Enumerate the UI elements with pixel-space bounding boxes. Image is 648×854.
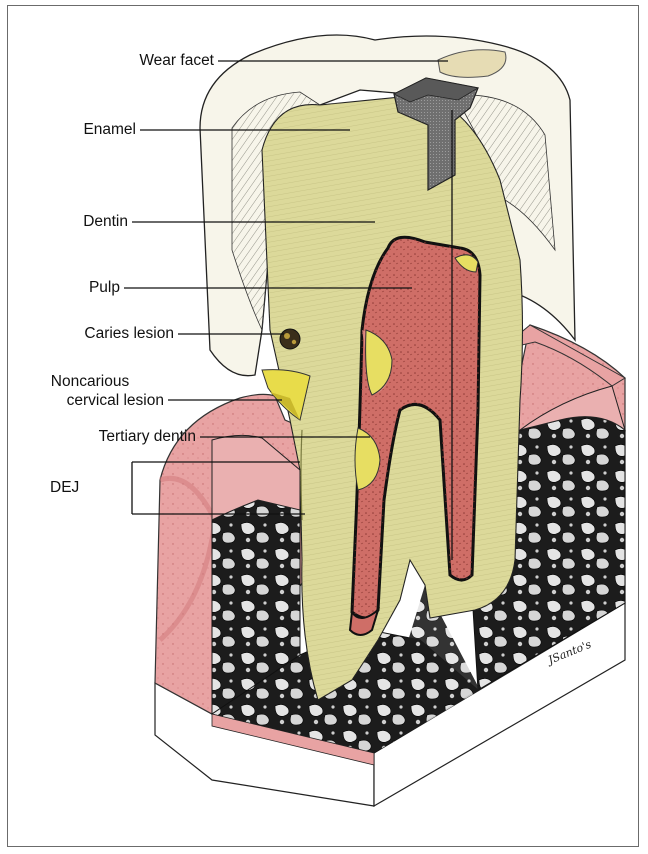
label-caries-lesion: Caries lesion — [40, 324, 174, 343]
label-pulp: Pulp — [40, 278, 120, 297]
label-tertiary-dentin: Tertiary dentin — [30, 427, 196, 446]
label-dej: DEJ — [50, 478, 79, 497]
label-noncarious-line2: cervical lesion — [20, 391, 164, 410]
caries-lesion-mark — [280, 329, 300, 349]
label-noncarious-line1: Noncarious — [20, 372, 160, 391]
label-enamel: Enamel — [40, 120, 136, 139]
label-dentin: Dentin — [40, 212, 128, 231]
label-wear-facet: Wear facet — [100, 51, 214, 70]
